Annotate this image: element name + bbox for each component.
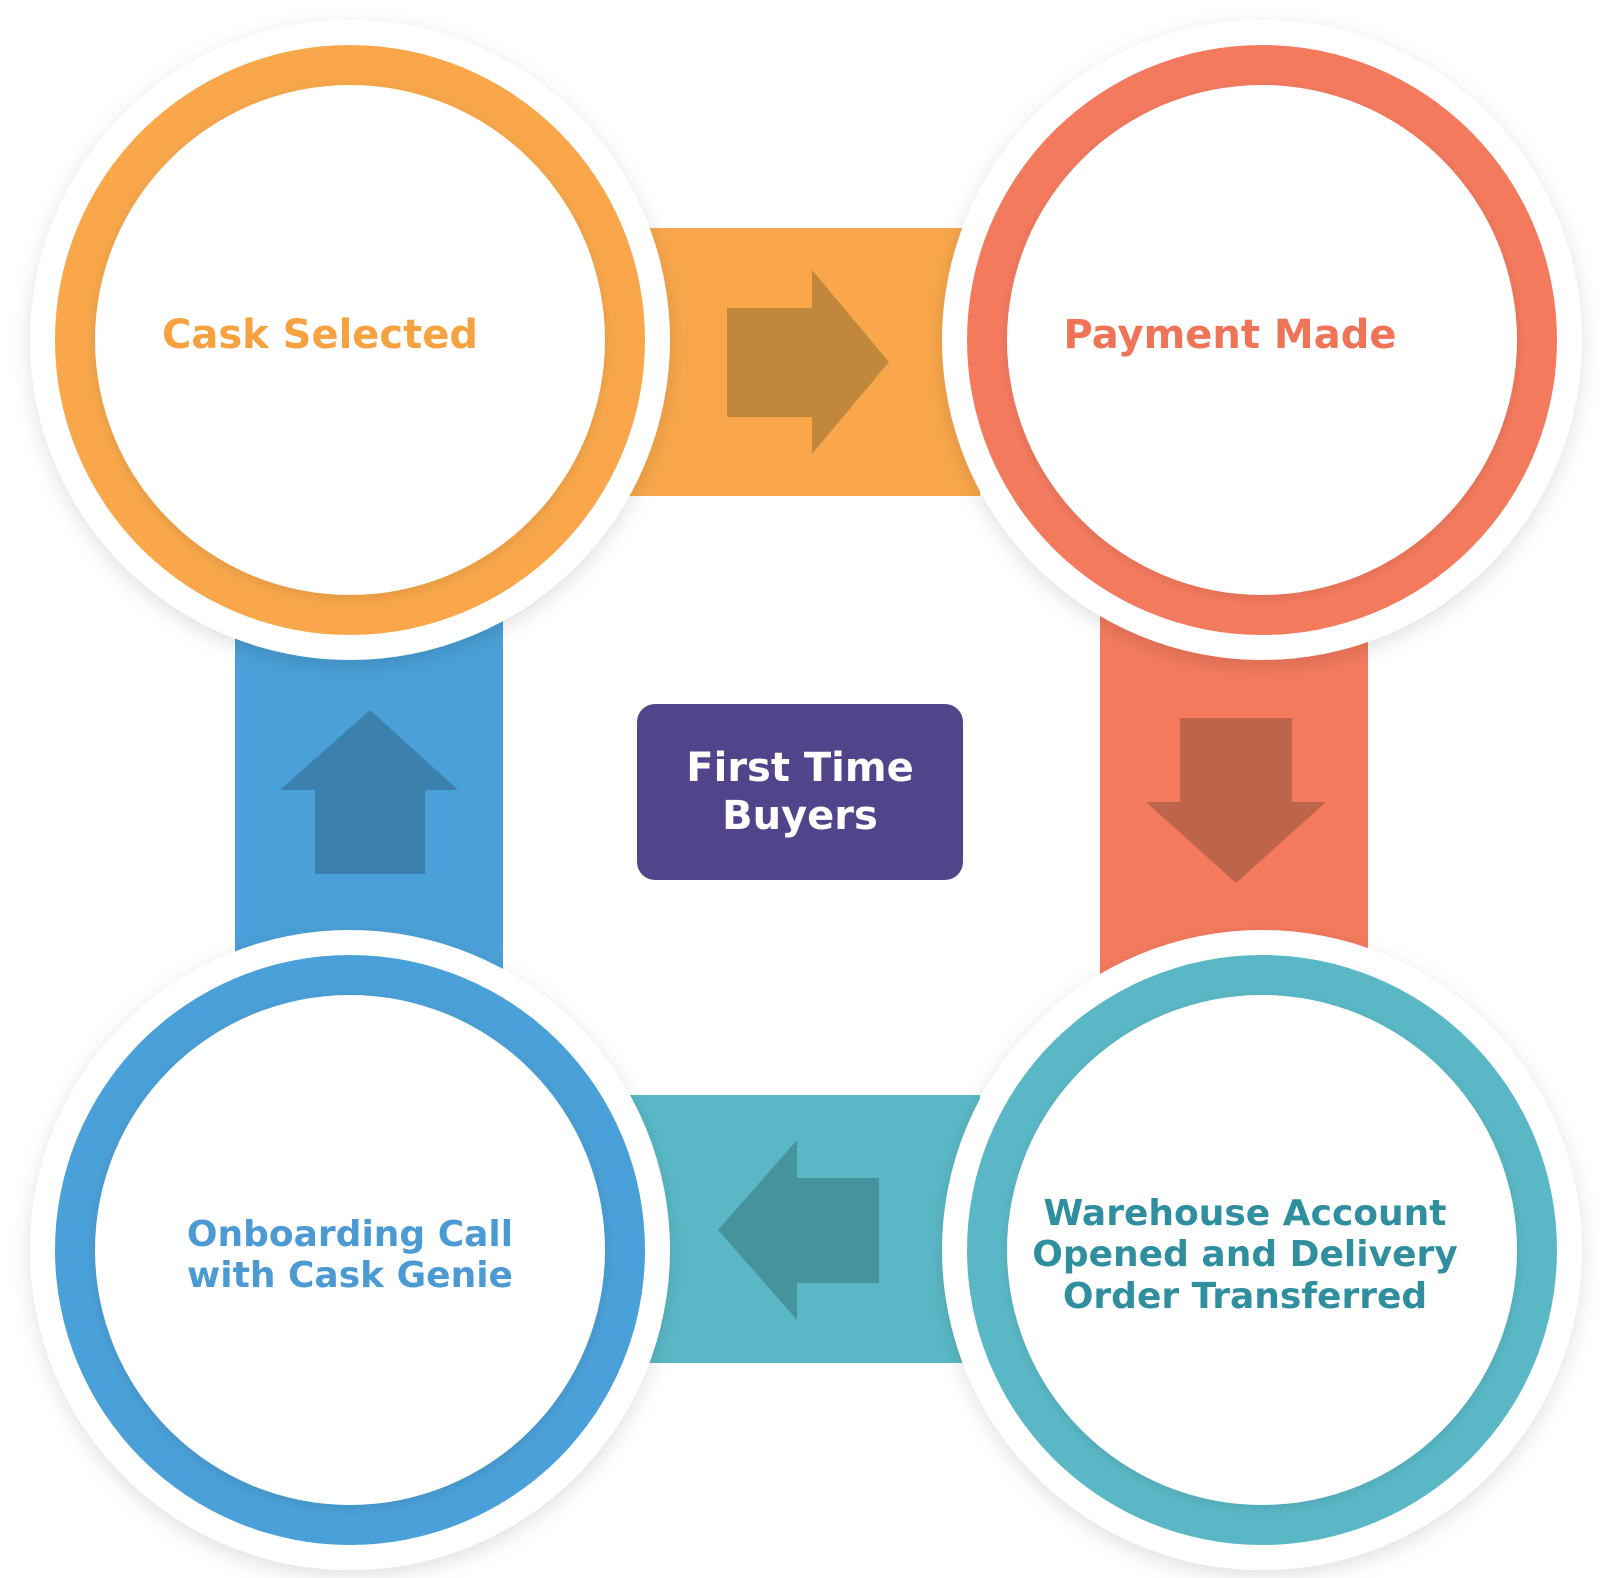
step-label-payment-made: Payment Made — [1063, 312, 1397, 358]
circle-inner — [95, 995, 605, 1505]
circle-inner — [1007, 85, 1517, 595]
arrow-right-icon — [727, 270, 889, 454]
step-circle-onboarding — [30, 930, 670, 1570]
center-title: First Time Buyers — [637, 704, 963, 880]
step-label-warehouse-account: Warehouse Account Opened and Delivery Or… — [1032, 1192, 1458, 1317]
step-circle-cask-selected — [30, 20, 670, 660]
step-label-onboarding-call: Onboarding Call with Cask Genie — [186, 1213, 514, 1296]
step-circle-warehouse — [942, 930, 1582, 1570]
arrow-down-icon — [1146, 718, 1326, 883]
circle-inner — [1007, 995, 1517, 1505]
step-label-cask-selected: Cask Selected — [161, 312, 479, 358]
arrow-left-icon — [718, 1140, 879, 1320]
step-circle-payment-made — [942, 20, 1582, 660]
arrow-up-icon — [280, 710, 458, 874]
circle-inner — [95, 85, 605, 595]
